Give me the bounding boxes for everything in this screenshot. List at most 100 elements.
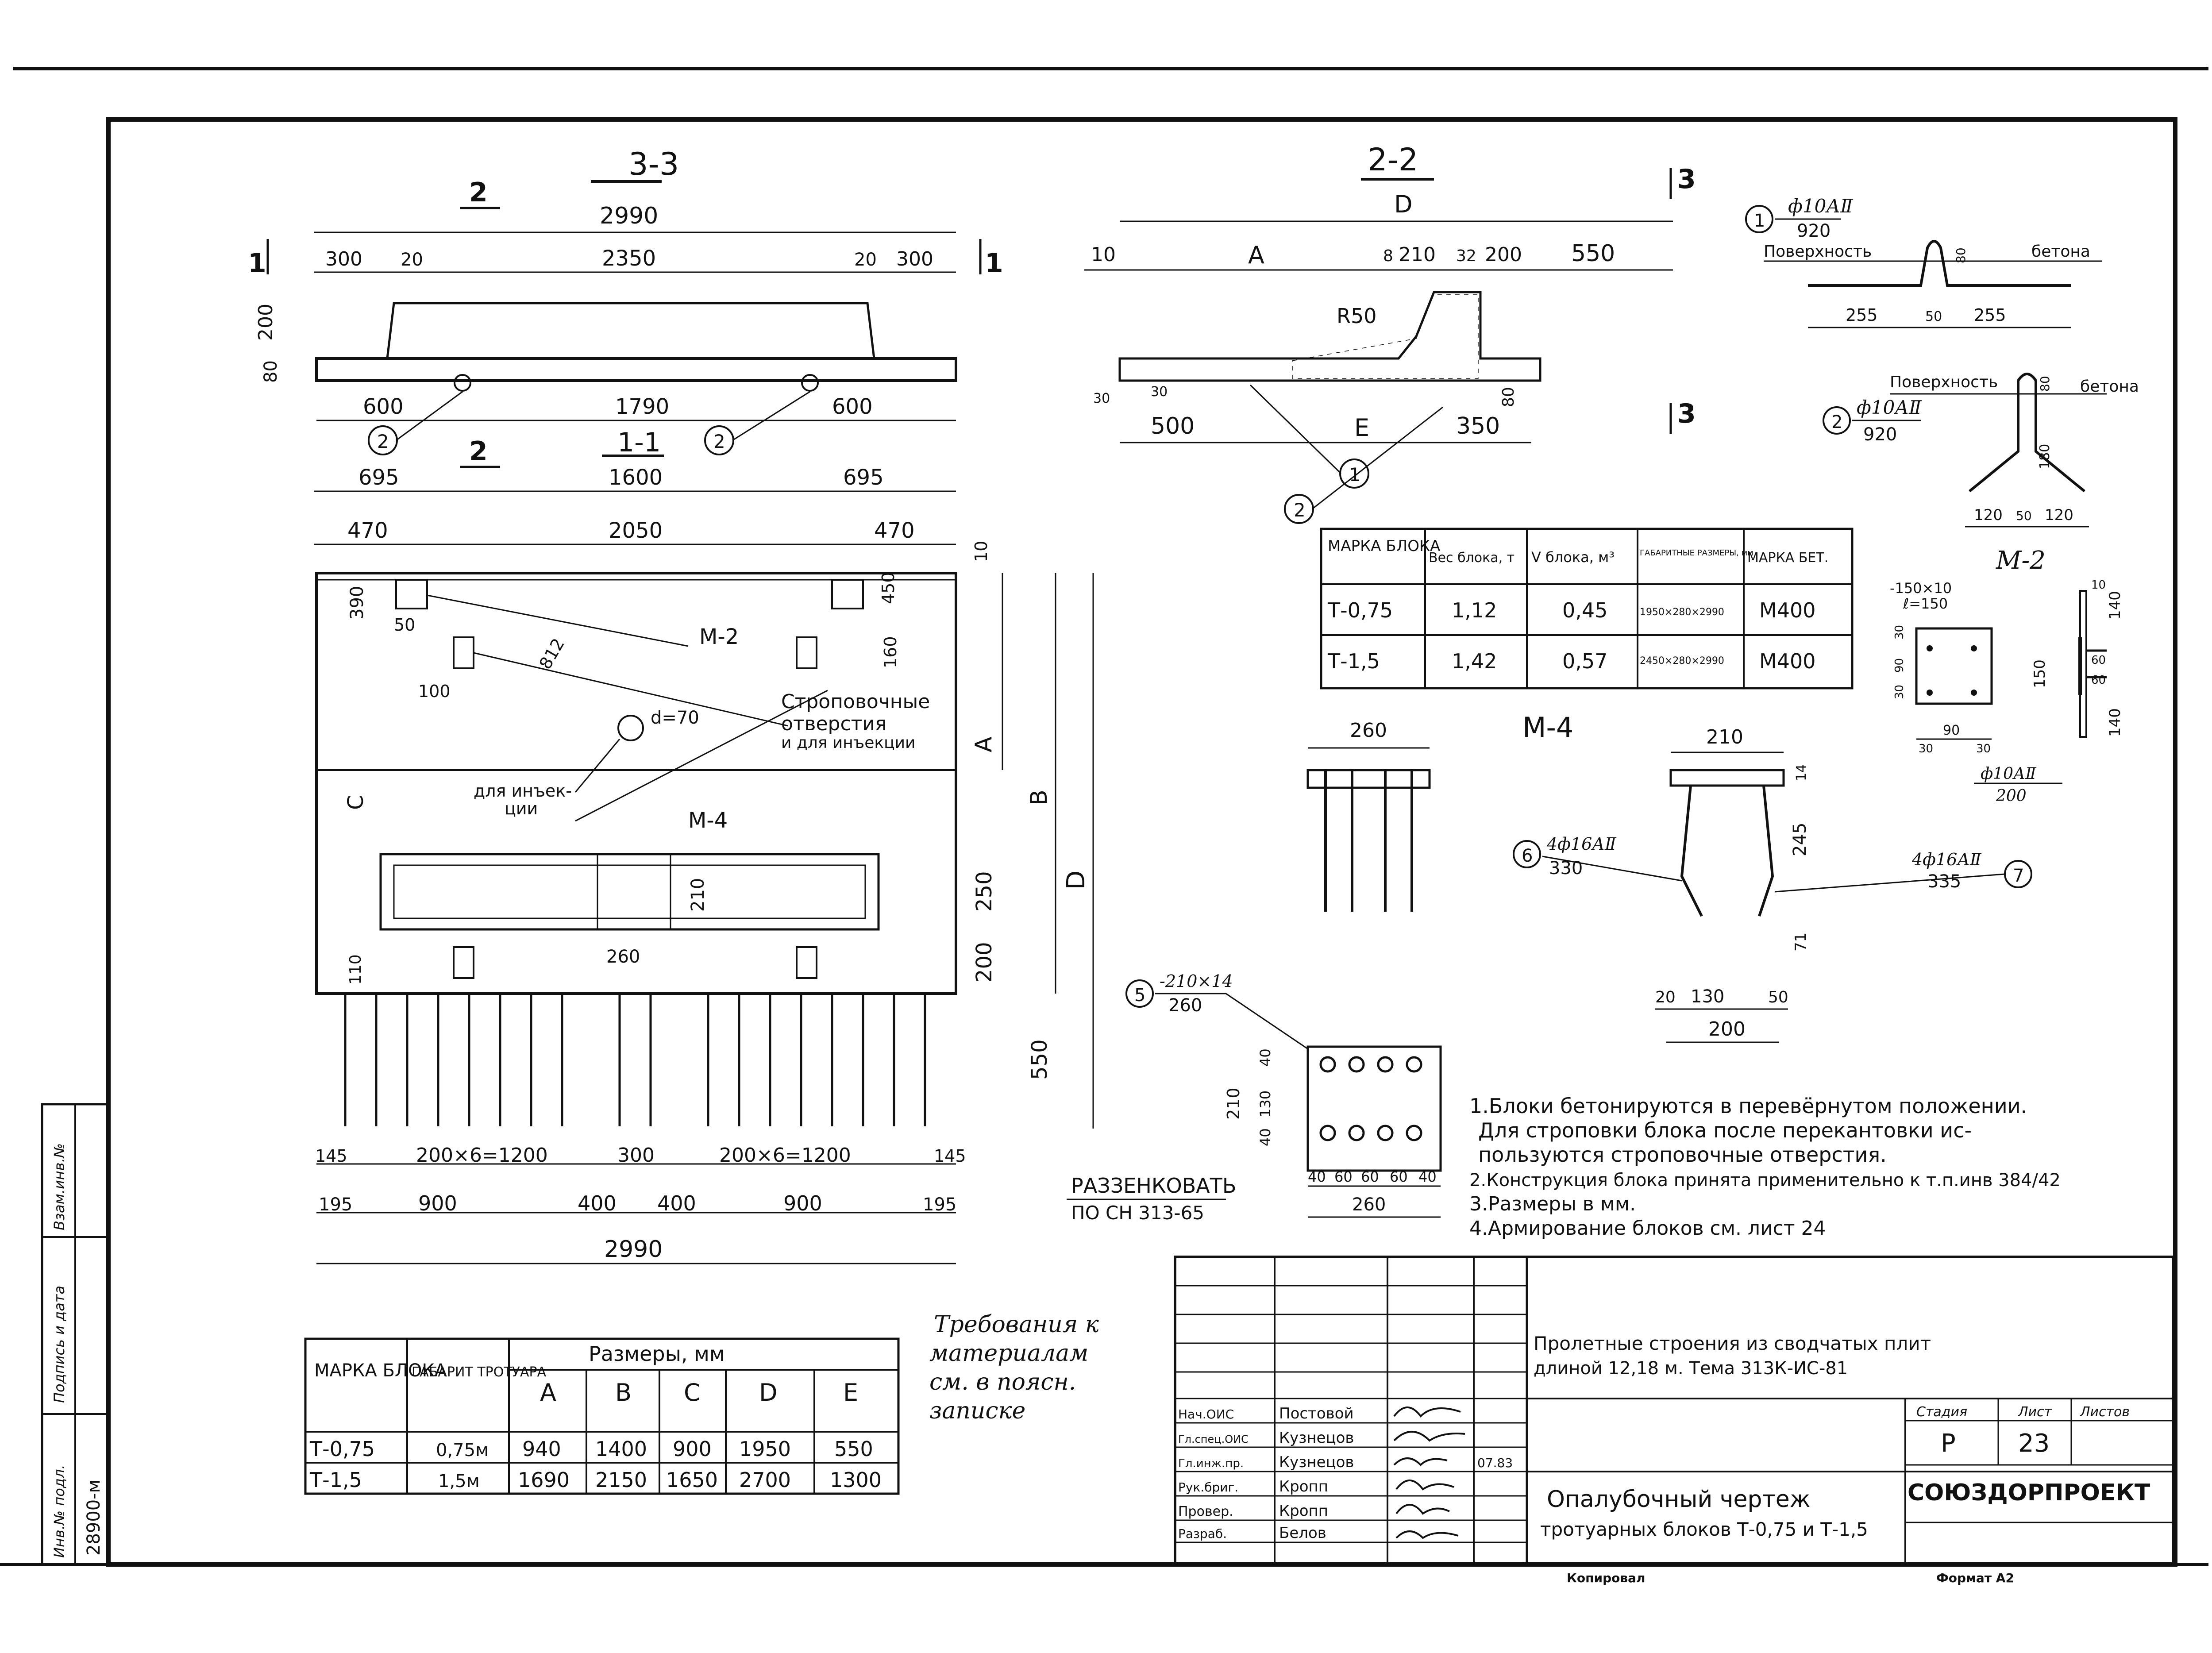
bar-1-shape: [1808, 240, 2071, 287]
size-col-A: A: [540, 1379, 556, 1406]
size-col-C: C: [684, 1379, 701, 1406]
m4-dim-130: 130: [1691, 986, 1724, 1007]
plate-5-mark: 5: [1134, 985, 1145, 1006]
dim-200-22: 200: [1485, 243, 1522, 266]
m4-dim-20: 20: [1655, 988, 1676, 1006]
size-h-mark: МАРКА БЛОКА: [314, 1360, 447, 1381]
dim-450: 450: [879, 572, 898, 604]
tbl-r2-dims: 2450×280×2990: [1640, 655, 1724, 667]
dim-400-right: 400: [657, 1191, 696, 1215]
plate-5-spec: -210×14: [1160, 971, 1233, 991]
dowel-bars: [344, 994, 926, 1126]
signatures: [1393, 1406, 1465, 1539]
dim-80-height: 80: [261, 360, 281, 383]
sign-date: 07.83: [1477, 1456, 1513, 1470]
tbl-r1-concrete: М400: [1759, 598, 1816, 622]
size-h-sizes: Размеры, мм: [589, 1342, 725, 1366]
dim-2050: 2050: [609, 518, 663, 543]
bar-1-spec: ф10АⅡ: [1788, 195, 1854, 217]
dim-500: 500: [1151, 413, 1195, 439]
plate-5-dim-130: 130: [1257, 1090, 1274, 1117]
tbl-h-mark: МАРКА БЛОКА: [1328, 537, 1440, 555]
countersink-note: РАЗЗЕНКОВАТЬ: [1071, 1174, 1236, 1198]
block-profile-top: [386, 302, 875, 360]
dim-550-bars: 550: [1027, 1039, 1052, 1080]
dim-1600: 1600: [609, 465, 663, 490]
callout-2-right: 2: [713, 431, 725, 452]
tbl-h-weight: Вес блока, т: [1429, 550, 1514, 566]
dim-695-right: 695: [843, 465, 884, 490]
dim-10: 10: [971, 541, 991, 562]
m4-dim-245: 245: [1790, 823, 1810, 856]
detail-m4: М-4 260 210 14 245 71 20 130 50 200 6 4ф…: [1306, 711, 2032, 1043]
dim-900-left: 900: [418, 1191, 457, 1215]
dim-300-left: 300: [325, 248, 362, 270]
section-title-1-1: 1-1: [617, 427, 661, 458]
m2-dim-60-a: 60: [2091, 654, 2106, 667]
m4-bar-6-length: 330: [1549, 858, 1583, 879]
plate-5-dim-260: 260: [1352, 1194, 1386, 1215]
note-1-cont-2: пользуются строповочные отверстия.: [1478, 1143, 1887, 1167]
tbl-r2-weight: 1,42: [1452, 649, 1497, 673]
injection-label-left-2: ции: [505, 799, 538, 818]
m4-bar-6-mark: 6: [1522, 846, 1533, 866]
note-3: 3.Размеры в мм.: [1469, 1193, 1636, 1215]
plate-5-dim-210: 210: [1224, 1087, 1243, 1120]
label-m4-embed: М-4: [688, 808, 728, 833]
cut-mark-1-right: 1: [985, 248, 1003, 279]
bar-2-spec: ф10АⅡ: [1857, 397, 1922, 418]
m4-dim-14: 14: [1794, 764, 1809, 781]
name-checked: Кропп: [1279, 1502, 1328, 1520]
dim-550-22: 550: [1571, 240, 1615, 267]
bar-1-concrete: бетона: [2031, 243, 2090, 261]
dim-2990-top: 2990: [600, 203, 658, 229]
bar-2-mark: 2: [1831, 412, 1842, 432]
dim-210-slot: 210: [688, 878, 708, 912]
lifting-holes-label: Строповочные: [781, 690, 930, 713]
callout-2-left: 2: [377, 431, 389, 452]
bar-1-dim-80: 80: [1954, 247, 1968, 263]
req-line-2: материалам: [929, 1340, 1088, 1367]
role-team-lead: Рук.бриг.: [1178, 1480, 1238, 1495]
dim-8: 8: [1383, 247, 1393, 265]
m2-dim-30-d: 30: [1976, 742, 1991, 755]
cut-mark-2-mid: 2: [469, 436, 488, 467]
cut-mark-2-top: 2: [469, 177, 488, 208]
dim-145-left: 145: [315, 1146, 347, 1166]
dim-1200-left: 200×6=1200: [416, 1144, 548, 1167]
tbl-r2-mark: Т-1,5: [1327, 649, 1380, 673]
plate-5-dim-40-c: 40: [1308, 1168, 1326, 1185]
role-chief-eng: Гл.инж.пр.: [1178, 1457, 1244, 1470]
name-chief-eng: Кузнецов: [1279, 1453, 1354, 1471]
dim-letter-C: C: [343, 795, 368, 810]
bar-2-surface: Поверхность: [1890, 373, 1998, 391]
stamp-inventory: Инв.№ подл.: [51, 1464, 68, 1558]
note-1-cont: Для строповки блока после перекантовки и…: [1478, 1118, 1972, 1142]
dim-350: 350: [1456, 413, 1500, 439]
tbl-h-concrete: МАРКА БЕТ.: [1747, 550, 1828, 566]
m2-dim-30-b: 30: [1893, 685, 1906, 699]
size-r2-gabarit: 1,5м: [438, 1471, 480, 1491]
detail-title-m2: М-2: [1996, 546, 2046, 575]
stage-header: Стадия: [1916, 1404, 1967, 1420]
detail-plate-5: 5 -210×14 260 40 130 40 210 40 60 60 60 …: [1125, 971, 1442, 1218]
size-h-gabarit: ГАБАРИТ ТРОТУАРА: [412, 1364, 547, 1380]
bar-1-mark: 1: [1754, 211, 1765, 231]
cut-mark-3-bottom: 3: [1677, 398, 1696, 429]
bar-details: 1 ф10АⅡ 920 Поверхность бетона 255 50 25…: [1745, 195, 2139, 528]
section-title-3-3: 3-3: [628, 146, 679, 182]
tbl-r2-concrete: М400: [1759, 649, 1816, 673]
countersink-standard: ПО СН 313-65: [1071, 1202, 1204, 1224]
stage-value: Р: [1941, 1429, 1956, 1458]
callout-2-22: 2: [1294, 499, 1306, 521]
bar-2-dim-180: 180: [2037, 444, 2053, 469]
lifting-holes-label-2: отверстия: [781, 713, 886, 735]
dim-10-22: 10: [1091, 243, 1116, 266]
materials-requirement-note: Требования к материалам см. в поясн. зап…: [929, 1311, 1099, 1424]
m2-dim-90: 90: [1893, 658, 1906, 673]
size-col-E: E: [843, 1379, 858, 1406]
dim-160: 160: [881, 636, 900, 668]
stamp-replacement: Взам.инв.№: [51, 1143, 68, 1230]
bar-2-dim-50: 50: [2016, 509, 2032, 523]
bar-1-length: 920: [1797, 221, 1830, 241]
